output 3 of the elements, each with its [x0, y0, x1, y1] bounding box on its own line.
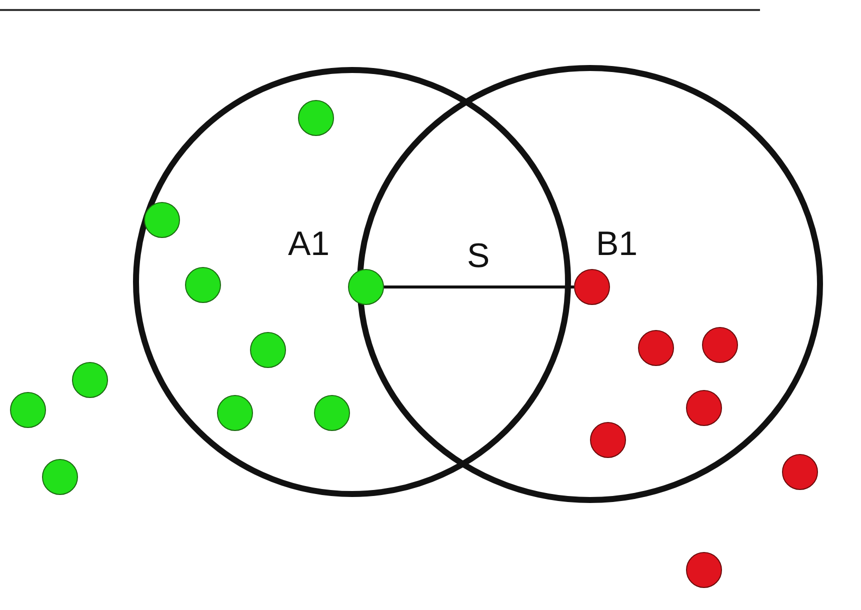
- connector-line: [384, 286, 574, 288]
- point-label: B1: [596, 227, 638, 261]
- point-label: A1: [288, 227, 330, 261]
